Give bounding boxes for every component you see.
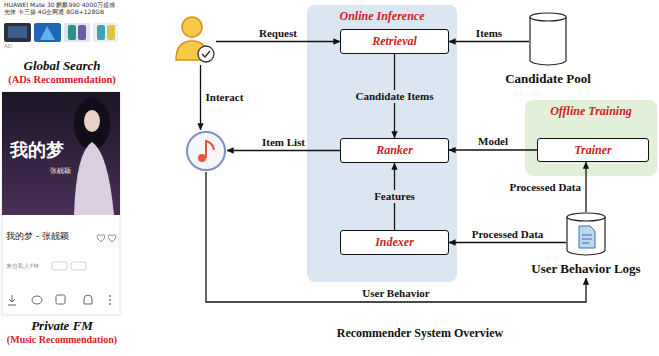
database-cylinder: Candidate Pool <box>529 12 567 88</box>
ad-image <box>93 23 118 42</box>
download-icon <box>8 295 16 305</box>
edge-label: Interact <box>206 91 244 104</box>
phone-image <box>68 25 76 40</box>
flow-arrow <box>216 41 340 42</box>
album-art <box>2 92 120 215</box>
box-label: Indexer <box>341 235 448 250</box>
process-box: Retrieval <box>340 29 449 54</box>
phone-image <box>107 25 115 40</box>
heart-icon <box>97 235 105 243</box>
edge-label: User Behavior <box>362 287 429 300</box>
music-icon <box>185 130 227 172</box>
singer-dress <box>74 142 114 215</box>
flow-arrow <box>449 41 529 42</box>
panel-heading: Offline Training <box>525 104 657 119</box>
box-label: Retrieval <box>341 34 448 49</box>
phone-image <box>78 25 86 40</box>
more-icon <box>109 303 111 305</box>
user-icon <box>172 13 216 65</box>
process-box: Indexer <box>340 230 449 255</box>
ad-image <box>34 23 61 42</box>
log-database-cylinder: User Behavior Logs <box>566 212 606 278</box>
flow-arrow <box>206 172 586 302</box>
video-icon <box>56 295 65 304</box>
store-label: Candidate Pool <box>505 71 591 87</box>
flow-arrow <box>585 162 586 212</box>
album-artist: 张靓颖 <box>50 166 71 176</box>
tag-button <box>52 262 67 270</box>
scenario-subtitle: (ADs Recommendation) <box>0 74 124 85</box>
scenario-subtitle: (Music Recommendation) <box>0 334 124 345</box>
process-box: Trainer <box>537 138 649 162</box>
ad-image <box>40 26 55 40</box>
scenario-title: Global Search <box>0 58 124 74</box>
flow-arrow <box>449 242 566 243</box>
edge-label: Items <box>476 27 502 40</box>
edge-label: Model <box>478 135 508 148</box>
edge-label: Request <box>259 27 297 40</box>
ad-image <box>64 23 90 42</box>
process-box: Ranker <box>340 138 449 163</box>
ad-text: HUAWEI Mate 30 麒麟990 4000万超感光徕 卡三摄 4G全网通… <box>4 1 120 15</box>
phone-image <box>97 25 105 40</box>
more-icon <box>109 299 111 301</box>
ad-tag: AD <box>4 43 12 49</box>
ad-image <box>8 26 27 38</box>
inference-panel: Online InferenceRetrievalRankerIndexer <box>307 5 457 282</box>
cylinder-shape <box>529 12 567 66</box>
store-label: User Behavior Logs <box>531 261 640 277</box>
scenario-title: Private FM <box>0 318 124 334</box>
flow-arrow <box>449 149 537 150</box>
heart-icon <box>108 235 116 243</box>
cylinder-shape <box>566 212 606 256</box>
music-disc <box>185 130 227 172</box>
user-figure <box>172 13 216 65</box>
phone-screen <box>2 92 120 315</box>
figure-caption: Recommender System Overview <box>300 326 540 341</box>
training-panel: Offline TrainingTrainer <box>525 100 657 176</box>
tag-button <box>71 262 86 270</box>
edge-label: Processed Data <box>509 181 581 194</box>
ad-image <box>4 23 31 42</box>
box-label: Ranker <box>341 143 448 158</box>
song-title: 我的梦 - 张靓颖 <box>6 230 69 243</box>
album-title: 我的梦 <box>10 138 64 162</box>
edge-label: Candidate Items <box>354 90 436 103</box>
edge-label: Features <box>372 190 417 203</box>
edge-label: Item List <box>262 136 305 149</box>
bell-icon <box>84 295 92 304</box>
flow-arrow <box>227 150 340 151</box>
panel-heading: Online Inference <box>307 9 457 24</box>
flow-arrow <box>200 65 201 130</box>
singer-face <box>84 110 100 132</box>
box-label: Trainer <box>538 143 648 158</box>
edge-label: Processed Data <box>472 228 544 241</box>
source-tag: 来自私人FM <box>6 262 39 271</box>
more-icon <box>109 295 111 297</box>
comment-icon <box>32 296 42 304</box>
